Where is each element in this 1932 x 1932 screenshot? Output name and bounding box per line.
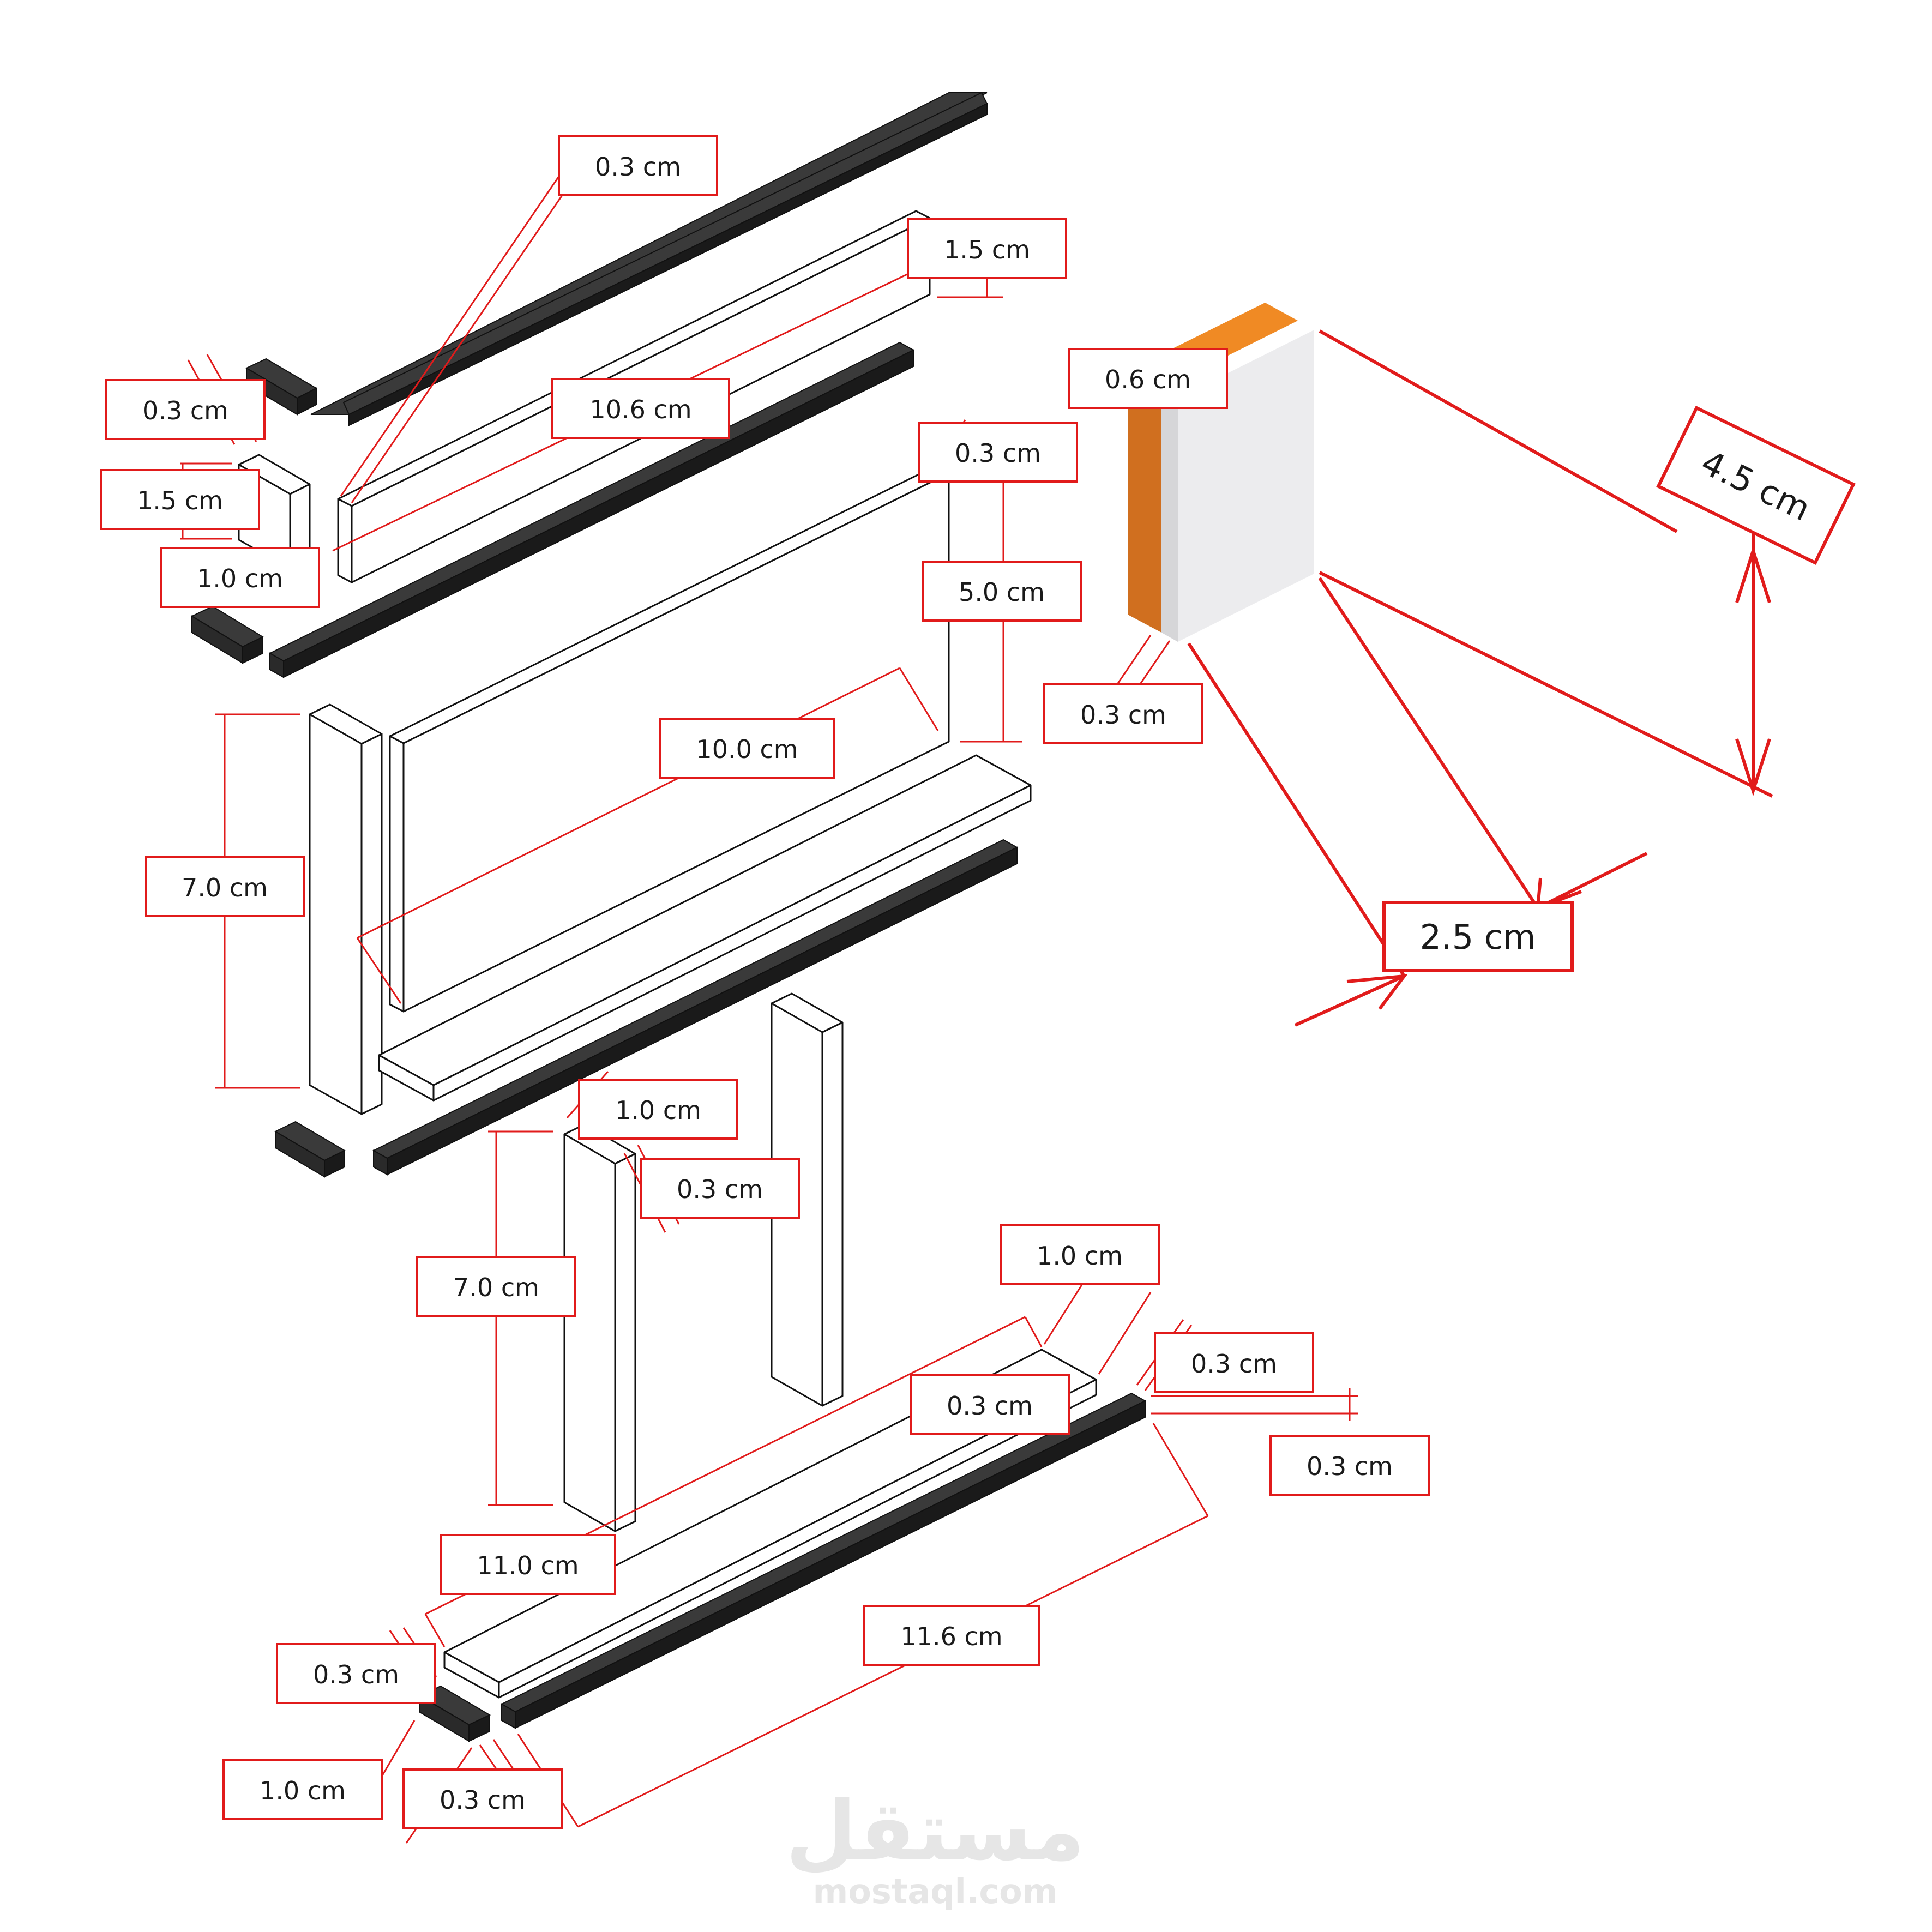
svg-text:10.6 cm: 10.6 cm bbox=[589, 395, 691, 424]
svg-text:0.3 cm: 0.3 cm bbox=[1191, 1349, 1277, 1379]
svg-text:1.5 cm: 1.5 cm bbox=[944, 235, 1030, 264]
svg-text:1.0 cm: 1.0 cm bbox=[615, 1096, 701, 1125]
svg-text:2.5 cm: 2.5 cm bbox=[1420, 917, 1536, 957]
svg-text:7.0 cm: 7.0 cm bbox=[182, 873, 268, 902]
svg-text:0.3 cm: 0.3 cm bbox=[1307, 1452, 1393, 1481]
dark-bar-small-upper bbox=[245, 358, 318, 416]
label-10-6: 10.6 cm bbox=[551, 378, 730, 439]
svg-text:0.3 cm: 0.3 cm bbox=[440, 1785, 526, 1815]
svg-text:1.0 cm: 1.0 cm bbox=[1037, 1241, 1123, 1271]
label-0-3-plank-top: 0.3 cm bbox=[910, 1374, 1070, 1435]
label-0-3-bottom: 0.3 cm bbox=[402, 1768, 563, 1829]
label-2-5-block: 2.5 cm bbox=[1382, 901, 1574, 972]
label-5-0: 5.0 cm bbox=[922, 561, 1082, 622]
svg-text:0.3 cm: 0.3 cm bbox=[1080, 700, 1166, 730]
label-1-0-bottom: 1.0 cm bbox=[222, 1759, 383, 1820]
label-0-6-block: 0.6 cm bbox=[1068, 348, 1228, 409]
svg-text:0.3 cm: 0.3 cm bbox=[595, 152, 681, 182]
label-1-0-front-post: 1.0 cm bbox=[578, 1079, 738, 1140]
watermark-arabic: مستقل bbox=[786, 1784, 1085, 1879]
block-dimension-lines bbox=[1187, 329, 1773, 1027]
label-1-5-small-block: 1.5 cm bbox=[100, 469, 260, 530]
svg-text:10.0 cm: 10.0 cm bbox=[696, 735, 798, 764]
svg-text:0.3 cm: 0.3 cm bbox=[677, 1175, 763, 1204]
label-0-3-plank-end: 0.3 cm bbox=[1154, 1332, 1314, 1393]
label-0-3-back-panel: 0.3 cm bbox=[918, 422, 1078, 483]
svg-text:0.3 cm: 0.3 cm bbox=[313, 1660, 399, 1689]
svg-text:0.3 cm: 0.3 cm bbox=[142, 396, 228, 425]
svg-text:0.6 cm: 0.6 cm bbox=[1105, 365, 1191, 394]
label-0-3-front-post: 0.3 cm bbox=[640, 1158, 800, 1219]
svg-text:1.0 cm: 1.0 cm bbox=[260, 1776, 346, 1805]
label-10-0: 10.0 cm bbox=[659, 718, 835, 779]
dimension-lines bbox=[180, 135, 1358, 1844]
dark-bar-small-bottom bbox=[418, 1685, 491, 1742]
svg-text:0.3 cm: 0.3 cm bbox=[955, 438, 1041, 468]
dark-bar-small-lower bbox=[274, 1121, 346, 1178]
label-11-6: 11.6 cm bbox=[863, 1605, 1040, 1666]
label-7-0-left: 7.0 cm bbox=[145, 856, 305, 917]
svg-text:1.5 cm: 1.5 cm bbox=[137, 486, 223, 515]
label-1-0-plank: 1.0 cm bbox=[1000, 1224, 1160, 1285]
base-plank-upper bbox=[378, 754, 1032, 1102]
label-1-5-top-rail: 1.5 cm bbox=[907, 218, 1067, 279]
label-11-0: 11.0 cm bbox=[440, 1534, 616, 1595]
label-4-5-block: 4.5 cm bbox=[1656, 405, 1856, 565]
label-0-3-bottom-left: 0.3 cm bbox=[276, 1643, 436, 1704]
left-post-piece bbox=[309, 703, 383, 1115]
label-0-3-block: 0.3 cm bbox=[1043, 683, 1203, 744]
dark-bar-top-long bbox=[310, 92, 988, 426]
label-1-0-small-block: 1.0 cm bbox=[160, 547, 320, 608]
svg-text:11.6 cm: 11.6 cm bbox=[900, 1622, 1002, 1651]
svg-text:7.0 cm: 7.0 cm bbox=[453, 1273, 539, 1302]
label-0-3-dark-bar: 0.3 cm bbox=[1269, 1435, 1430, 1496]
svg-text:5.0 cm: 5.0 cm bbox=[959, 577, 1045, 607]
dark-bar-middle-long bbox=[372, 839, 1019, 1176]
svg-text:0.3 cm: 0.3 cm bbox=[947, 1391, 1033, 1421]
svg-text:11.0 cm: 11.0 cm bbox=[477, 1551, 579, 1580]
dark-bar-upper-middle bbox=[268, 341, 915, 678]
label-0-3-small-block: 0.3 cm bbox=[105, 379, 266, 440]
front-post-piece bbox=[563, 1123, 636, 1532]
label-0-3-top-rail: 0.3 cm bbox=[558, 135, 718, 196]
watermark: مستقل mostaql.com bbox=[786, 1784, 1085, 1911]
svg-text:1.0 cm: 1.0 cm bbox=[197, 564, 283, 593]
watermark-latin: mostaql.com bbox=[813, 1871, 1058, 1911]
dark-bar-bottom-long bbox=[500, 1392, 1147, 1729]
label-7-0-front: 7.0 cm bbox=[416, 1256, 576, 1317]
dark-bar-small-mid bbox=[190, 605, 264, 664]
